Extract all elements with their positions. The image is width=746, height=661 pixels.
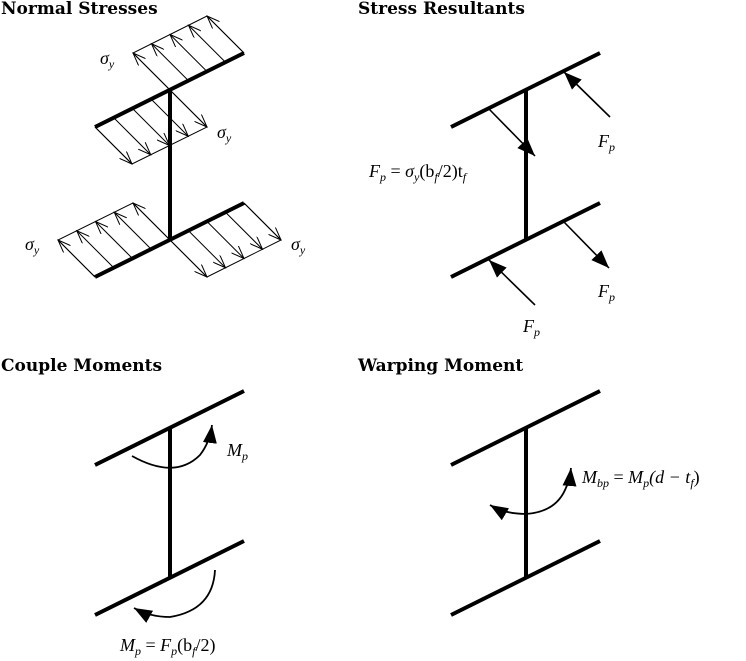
panel-warping-moment: Warping Moment Mbp = Mp(d − tf) bbox=[357, 356, 700, 617]
panel-couple-moments: Couple Moments Mp Mp = Fp(bf/2) bbox=[1, 356, 248, 658]
panel-title-normal-stresses: Normal Stresses bbox=[1, 0, 158, 19]
force-arrow-top-right bbox=[563, 71, 611, 118]
fp-label-bottom-right: Fp bbox=[597, 281, 615, 304]
warping-arrow-right bbox=[525, 467, 577, 515]
sigma-y-label-top-right: σy bbox=[100, 48, 115, 71]
fp-equation: Fp = σy(bf/2)tf bbox=[368, 161, 468, 184]
fp-label-top-right: Fp bbox=[597, 131, 615, 154]
sigma-y-label-top-left: σy bbox=[217, 122, 232, 145]
panel-stress-resultants: Stress Resultants Fp Fp Fp Fp = σy(bf/2)… bbox=[358, 0, 615, 339]
bottom-flange bbox=[94, 539, 245, 617]
mbp-equation: Mbp = Mp(d − tf) bbox=[581, 467, 700, 490]
mp-label: Mp bbox=[226, 440, 248, 463]
warping-arrow-left bbox=[489, 504, 527, 521]
stress-block-top-right bbox=[133, 16, 245, 91]
panel-title-warping-moment: Warping Moment bbox=[357, 356, 523, 376]
moment-arrow-top bbox=[131, 424, 217, 469]
moment-arrow-bottom bbox=[133, 569, 216, 623]
panel-normal-stresses: Normal Stresses bbox=[1, 0, 306, 279]
stress-block-bottom-left bbox=[58, 203, 171, 278]
sigma-y-label-bottom-right: σy bbox=[291, 234, 306, 257]
panel-title-stress-resultants: Stress Resultants bbox=[358, 0, 525, 19]
bottom-flange bbox=[450, 539, 601, 617]
force-arrow-bottom-left bbox=[488, 259, 536, 306]
sigma-y-label-bottom-left: σy bbox=[25, 234, 40, 257]
force-arrow-top-left bbox=[488, 108, 536, 157]
panel-title-couple-moments: Couple Moments bbox=[1, 356, 162, 376]
force-arrow-bottom-right bbox=[563, 221, 610, 269]
stress-block-bottom-right bbox=[169, 202, 281, 277]
bottom-flange bbox=[450, 201, 601, 279]
bottom-flange bbox=[94, 201, 245, 279]
fp-label-bottom: Fp bbox=[522, 316, 540, 339]
mp-equation: Mp = Fp(bf/2) bbox=[119, 635, 216, 658]
